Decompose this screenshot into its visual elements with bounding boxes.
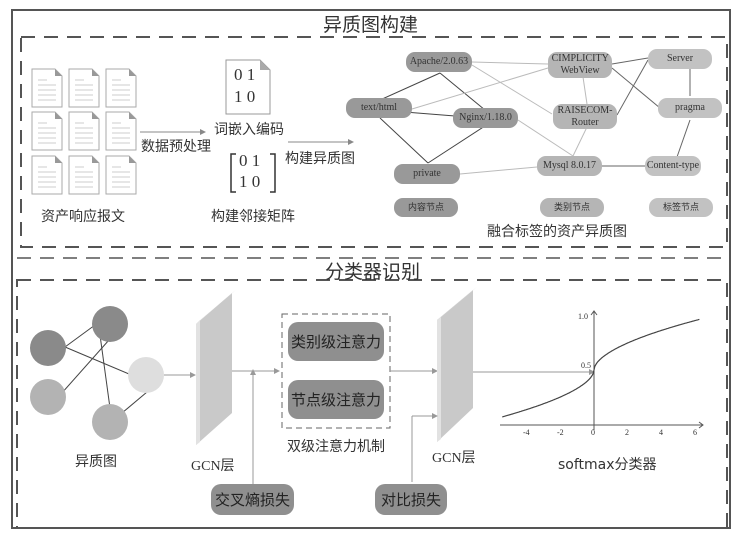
x-tick-label: 4 [659, 428, 663, 437]
graph-node-light [128, 357, 164, 393]
softmax-label: softmax分类器 [558, 457, 657, 473]
x-tick-label: -2 [557, 428, 564, 437]
graph-node-mid-1 [30, 379, 66, 415]
embed-label: 词嵌入编码 [214, 122, 284, 138]
adj-label: 构建邻接矩阵 [211, 209, 295, 225]
gcn1-label: GCN层 [191, 459, 235, 474]
node-cimplicity: CIMPLICITY WebView [548, 52, 612, 78]
response-document-icon [31, 111, 63, 151]
response-document-icon [105, 68, 137, 108]
node-server: Server [648, 49, 712, 69]
response-document-icon [68, 68, 100, 108]
attention-label: 双级注意力机制 [287, 439, 385, 455]
section-title-graph-construction: 异质图构建 [323, 14, 419, 36]
x-tick-label: 0 [591, 428, 595, 437]
y-tick-0.5: 0.5 [581, 361, 591, 370]
node-nginx: Nginx/1.18.0 [453, 108, 518, 128]
node-pragma: pragma [658, 98, 722, 118]
node-private: private [394, 164, 460, 184]
node-content-type: Content-type [645, 156, 701, 176]
docs-label: 资产响应报文 [41, 209, 125, 225]
node-raisecom: RAISECOM-Router [553, 104, 617, 129]
response-document-icon [68, 155, 100, 195]
legend-category-node: 类别节点 [540, 198, 604, 217]
y-tick-1.0: 1.0 [578, 312, 588, 321]
x-tick-label: -4 [523, 428, 530, 437]
gcn2-label: GCN层 [432, 451, 476, 466]
node-level-attention: 节点级注意力 [288, 380, 384, 419]
x-tick-label: 2 [625, 428, 629, 437]
node-text-html: text/html [346, 98, 412, 118]
response-document-icon [68, 111, 100, 151]
node-mysql: Mysql 8.0.17 [537, 156, 602, 176]
embed-matrix-row2: 1 0 [234, 87, 256, 106]
preprocess-label: 数据预处理 [141, 139, 211, 155]
adj-matrix-row2: 1 0 [239, 172, 261, 191]
x-tick-label: 6 [693, 428, 697, 437]
class-level-attention: 类别级注意力 [288, 322, 384, 361]
legend-content-node: 内容节点 [394, 198, 458, 217]
softmax-curve [502, 318, 700, 418]
embed-matrix-row1: 0 1 [234, 65, 256, 84]
legend-tag-node: 标签节点 [649, 198, 713, 217]
cross-entropy-loss: 交叉熵损失 [211, 484, 294, 515]
graph-node-dark-1 [30, 330, 66, 366]
response-document-icon [31, 68, 63, 108]
graph-node-dark-2 [92, 306, 128, 342]
adj-matrix-row1: 0 1 [239, 151, 261, 170]
build-graph-label: 构建异质图 [285, 151, 355, 167]
response-document-icon [31, 155, 63, 195]
section-title-classifier: 分类器识别 [325, 261, 421, 283]
hetero-graph-label: 异质图 [75, 454, 117, 470]
graph-node-mid-2 [92, 404, 128, 440]
response-document-icon [105, 111, 137, 151]
response-document-icon [105, 155, 137, 195]
node-apache: Apache/2.0.63 [406, 52, 472, 72]
contrastive-loss: 对比损失 [375, 484, 447, 515]
graph-caption: 融合标签的资产异质图 [487, 224, 627, 240]
